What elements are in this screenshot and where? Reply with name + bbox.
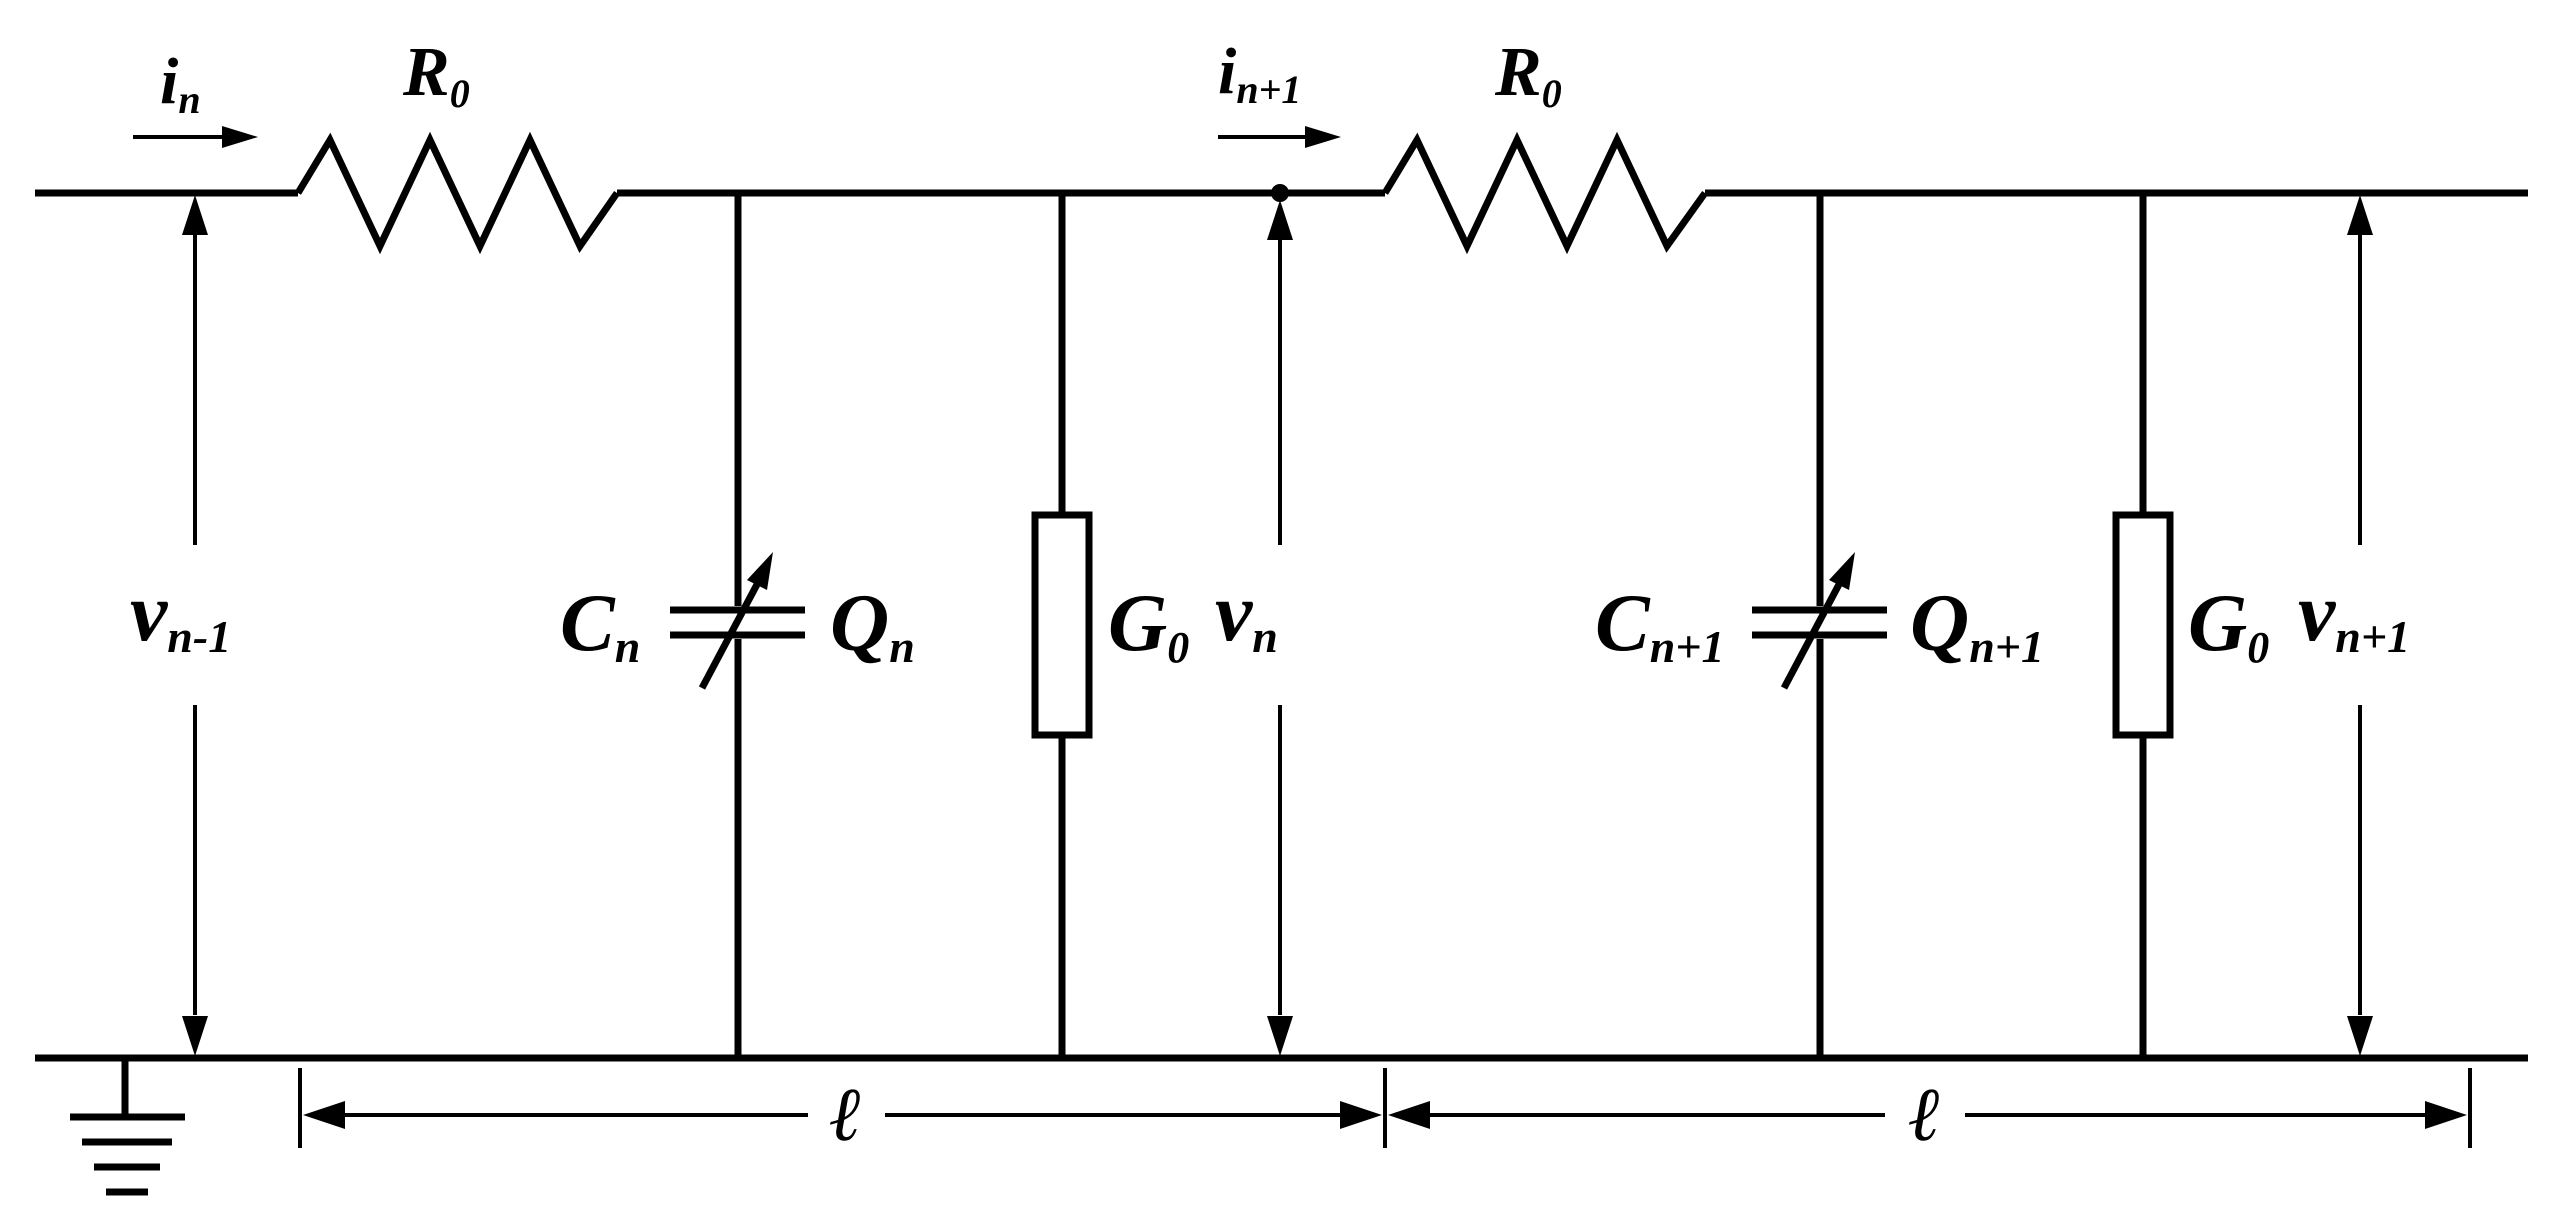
node-dot bbox=[1271, 184, 1289, 202]
label-c-n: Cn bbox=[560, 577, 640, 672]
label-i-n+1: in+1 bbox=[1218, 35, 1301, 112]
resistor-r0-right bbox=[1382, 131, 1708, 255]
current-arrow-in bbox=[133, 126, 258, 148]
label-g0-left: G0 bbox=[1108, 577, 1189, 672]
label-r0-left: R0 bbox=[402, 34, 470, 116]
resistor-r0-left bbox=[295, 131, 620, 255]
top-rail bbox=[35, 131, 2528, 255]
length-dimension-left bbox=[298, 1068, 1387, 1148]
label-v-n: vn bbox=[1215, 566, 1278, 662]
conductance-g0-right bbox=[2112, 193, 2174, 1058]
current-arrow-in+1 bbox=[1218, 126, 1341, 148]
capacitor-cn1 bbox=[1752, 193, 1887, 1058]
label-g0-right: G0 bbox=[2188, 577, 2269, 672]
voltage-arrow-vn-1 bbox=[182, 195, 208, 1056]
label-r0-right: R0 bbox=[1494, 34, 1562, 116]
label-ell-right: ℓ bbox=[1909, 1073, 1941, 1157]
voltage-arrow-vn+1 bbox=[2347, 195, 2373, 1056]
conductance-g0-left bbox=[1031, 193, 1093, 1058]
label-v-n+1: vn+1 bbox=[2298, 566, 2410, 662]
label-i-n: in bbox=[160, 45, 201, 122]
label-v-n-1: vn-1 bbox=[130, 566, 231, 662]
label-c-n+1: Cn+1 bbox=[1595, 577, 1725, 672]
label-ell-left: ℓ bbox=[830, 1073, 862, 1157]
length-dimension-right bbox=[1388, 1068, 2472, 1148]
label-q-n+1: Qn+1 bbox=[1910, 577, 2044, 672]
label-q-n: Qn bbox=[830, 577, 915, 672]
capacitor-cn bbox=[670, 193, 805, 1058]
voltage-arrow-vn bbox=[1267, 200, 1293, 1056]
ground-icon bbox=[70, 1058, 185, 1196]
